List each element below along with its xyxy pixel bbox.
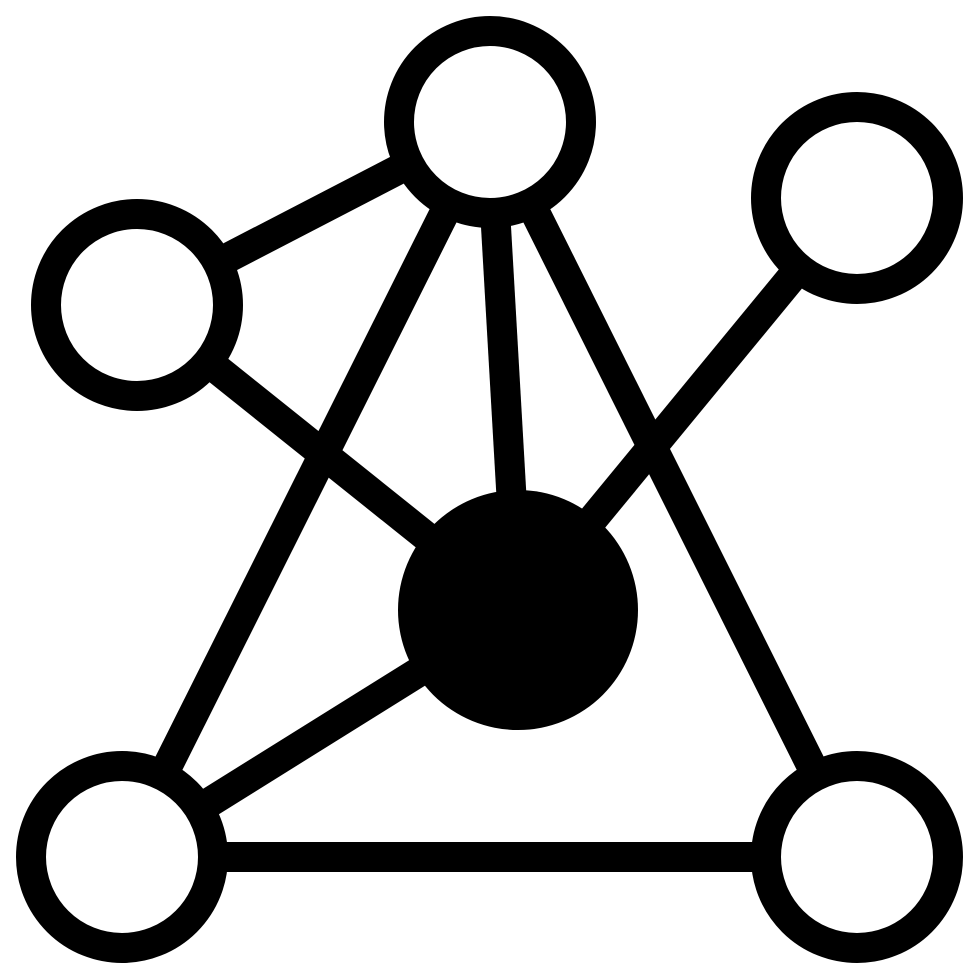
edge-top-to-bottom-right [476,115,871,864]
edge-top-to-bottom-left [108,115,504,864]
edges-layer [108,108,871,872]
nodes-layer [16,16,963,963]
node-top [384,16,596,228]
node-left [31,199,243,411]
node-bottom-left [16,751,228,963]
node-bottom-right [751,751,963,963]
node-hub [398,490,638,730]
node-upper-right [751,92,963,304]
